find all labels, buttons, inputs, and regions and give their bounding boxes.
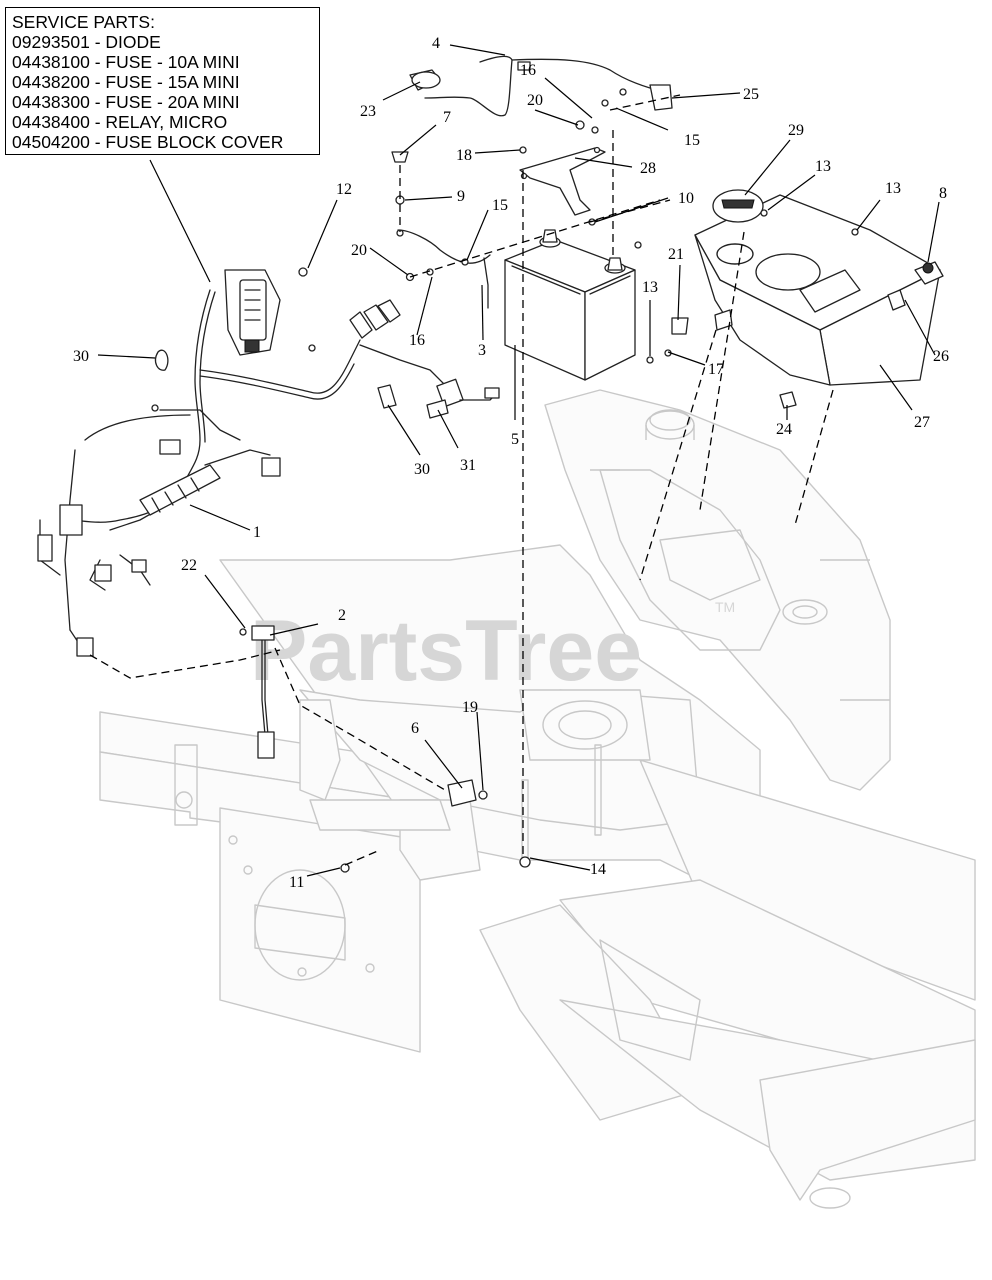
console-panel	[426, 189, 944, 419]
callout-22: 22	[181, 557, 197, 574]
callout-11: 11	[289, 874, 304, 891]
callout-16b: 16	[409, 332, 425, 349]
callout-24: 24	[776, 421, 792, 438]
callout-20b: 20	[351, 242, 367, 259]
callout-13c: 13	[642, 279, 658, 296]
callout-3: 3	[478, 342, 486, 359]
callout-30b: 30	[414, 461, 430, 478]
callout-2: 2	[338, 607, 346, 624]
callout-13a: 13	[815, 158, 831, 175]
callout-6: 6	[411, 720, 419, 737]
hardware-items	[154, 88, 642, 873]
callout-15a: 15	[492, 197, 508, 214]
watermark-text: PartsTree	[250, 603, 642, 699]
service-part-line: 04438100 - FUSE - 10A MINI	[12, 52, 240, 72]
callout-21: 21	[668, 246, 684, 263]
callout-7: 7	[443, 109, 451, 126]
callout-8: 8	[939, 185, 947, 202]
service-parts-heading: SERVICE PARTS:	[12, 12, 155, 32]
callout-10: 10	[678, 190, 694, 207]
service-part-line: 09293501 - DIODE	[12, 32, 161, 52]
callout-5: 5	[511, 431, 519, 448]
callout-12: 12	[336, 181, 352, 198]
service-part-line: 04438200 - FUSE - 15A MINI	[12, 72, 240, 92]
callout-15b: 15	[684, 132, 700, 149]
callout-labels: 1 2 3 4 5 6 7 8 9 10 11 12 13 13 13 14 1…	[73, 35, 949, 891]
callout-31: 31	[460, 457, 476, 474]
service-parts-box: SERVICE PARTS: 09293501 - DIODE 04438100…	[5, 7, 320, 155]
callout-28: 28	[640, 160, 656, 177]
harness-2	[239, 625, 275, 759]
callout-25: 25	[743, 86, 759, 103]
battery-bracket	[519, 146, 606, 216]
service-part-line: 04438400 - RELAY, MICRO	[12, 112, 228, 132]
wiring-harness	[37, 267, 500, 657]
callout-18: 18	[456, 147, 472, 164]
leader-lines	[97, 44, 940, 877]
service-part-line: 04438300 - FUSE - 20A MINI	[12, 92, 240, 112]
callout-4: 4	[432, 35, 440, 52]
callout-19: 19	[462, 699, 478, 716]
callout-29: 29	[788, 122, 804, 139]
callout-16a: 16	[520, 62, 536, 79]
service-part-line: 04504200 - FUSE BLOCK COVER	[12, 132, 284, 152]
callout-26: 26	[933, 348, 949, 365]
callout-23: 23	[360, 103, 376, 120]
callout-20a: 20	[527, 92, 543, 109]
callout-9: 9	[457, 188, 465, 205]
battery	[504, 229, 636, 381]
callout-13b: 13	[885, 180, 901, 197]
callout-14: 14	[590, 861, 606, 878]
chassis-frame	[99, 389, 976, 1209]
assembly-dashed-lines	[89, 94, 834, 866]
callout-30a: 30	[73, 348, 89, 365]
callout-17: 17	[708, 361, 724, 378]
callout-27: 27	[914, 414, 930, 431]
callout-1: 1	[253, 524, 261, 541]
watermark-tm: TM	[715, 599, 735, 615]
battery-cables	[391, 55, 673, 309]
